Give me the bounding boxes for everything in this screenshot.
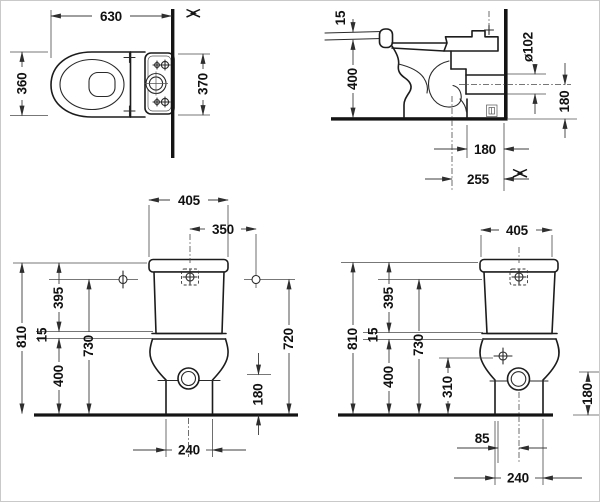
dim-tank-section: 395 — [381, 261, 396, 334]
dim-label-730: 730 — [411, 334, 426, 356]
manufacturer-mark — [486, 104, 498, 117]
floor-line — [338, 413, 553, 417]
cistern-bolt-holes — [152, 59, 171, 108]
seat-front-section — [378, 28, 394, 49]
dim-label-730: 730 — [81, 335, 96, 357]
dim-plan-tank-width: 370 — [178, 53, 211, 116]
dim-overall-height: 810 — [345, 261, 360, 415]
side-fixing-mark — [493, 347, 513, 365]
floor-line — [34, 413, 298, 417]
dim-tank-section: 395 — [51, 262, 66, 333]
toilet-front-outline — [148, 234, 229, 415]
dim-lid-underside: 730 — [411, 278, 426, 415]
dim-label-400: 400 — [345, 68, 360, 90]
dim-label-810: 810 — [345, 328, 360, 350]
dim-label-400: 400 — [381, 366, 396, 388]
dim-side-seat-thickness: 15 — [333, 10, 356, 33]
flush-valve-opening — [144, 71, 168, 96]
dim-label-720: 720 — [281, 328, 296, 350]
dim-label-85: 85 — [475, 431, 490, 446]
dim-label-240: 240 — [507, 471, 529, 486]
fixing-point-right — [244, 234, 295, 288]
dim-label-180: 180 — [580, 383, 595, 405]
dim-side-fixing-height: 310 — [439, 357, 493, 415]
dim-outlet-from-wall: 180 — [434, 142, 529, 157]
dim-outlet-height: 180 — [557, 63, 572, 138]
fixing-point-left — [49, 270, 138, 289]
dim-label-405: 405 — [506, 223, 529, 238]
dim-label-395: 395 — [381, 286, 396, 309]
wall-section — [171, 9, 175, 158]
flush-button-mark — [509, 268, 528, 286]
dim-overall-height: 810 — [14, 262, 29, 415]
dim-label-350: 350 — [212, 222, 234, 237]
dim-label-360: 360 — [15, 73, 30, 95]
dim-label-400: 400 — [51, 365, 66, 387]
dim-label-o102: ø102 — [521, 32, 536, 62]
dim-front-tank-width: 405 — [480, 223, 553, 257]
front-view-alt: 405 810 395 15 400 730 — [338, 223, 599, 486]
toilet-side-outline — [324, 11, 571, 191]
dim-label-180: 180 — [251, 384, 266, 406]
tank-seat-platform — [443, 30, 499, 52]
plan-view: 630 360 370 — [10, 8, 211, 158]
dim-label-240: 240 — [178, 443, 200, 458]
dim-label-370: 370 — [196, 73, 211, 95]
fixing-cross-mark — [483, 24, 495, 36]
water-area — [88, 71, 116, 98]
side-view: 15 400 ø102 180 180 — [324, 9, 577, 191]
toilet-front-outline — [479, 247, 560, 415]
front-view: 405 350 810 395 15 400 — [13, 193, 298, 458]
wall-break-icon — [186, 8, 201, 18]
dim-label-15: 15 — [366, 327, 381, 342]
dim-drain-offset: 85 — [457, 431, 547, 451]
wall-section — [504, 9, 508, 119]
dim-outlet-diameter: ø102 — [521, 32, 538, 114]
dim-label-15: 15 — [333, 10, 348, 25]
dim-plan-bowl-width: 360 — [10, 51, 48, 117]
toilet-plan-outline — [50, 51, 175, 118]
dim-plan-depth: 630 — [50, 9, 173, 58]
seat-inner-rim — [59, 58, 125, 111]
cistern-lid — [148, 258, 229, 273]
dim-label-405: 405 — [178, 193, 201, 208]
dim-foot-width: 240 — [133, 418, 246, 458]
dim-label-630: 630 — [100, 9, 122, 24]
dim-label-310: 310 — [440, 376, 455, 398]
dim-label-180-wall: 180 — [474, 142, 496, 157]
dim-label-395: 395 — [51, 286, 66, 309]
dim-drain-height: 180 — [251, 353, 266, 435]
wall-break-icon — [512, 168, 528, 178]
dim-center-to-fixing: 350 — [189, 222, 257, 237]
dim-label-810: 810 — [14, 326, 29, 348]
hinge-hole-marks — [123, 51, 136, 117]
dim-fixing-height: 720 — [281, 278, 296, 415]
dim-side-rim-height: 400 — [345, 39, 360, 119]
dim-lid-underside: 730 — [81, 278, 96, 415]
dim-bowl-height: 400 — [381, 338, 396, 415]
dim-bowl-height: 400 — [51, 337, 66, 415]
dim-drain-from-wall: 255 — [425, 172, 529, 187]
dim-front-tank-width: 405 — [148, 193, 229, 257]
dim-foot-width: 240 — [454, 471, 582, 486]
floor-line — [331, 117, 508, 121]
flush-button-mark — [181, 268, 199, 286]
dim-drain-height: 180 — [579, 371, 599, 416]
dim-label-15: 15 — [35, 327, 50, 342]
dim-label-255: 255 — [467, 172, 490, 187]
dim-label-180-height: 180 — [557, 91, 572, 113]
